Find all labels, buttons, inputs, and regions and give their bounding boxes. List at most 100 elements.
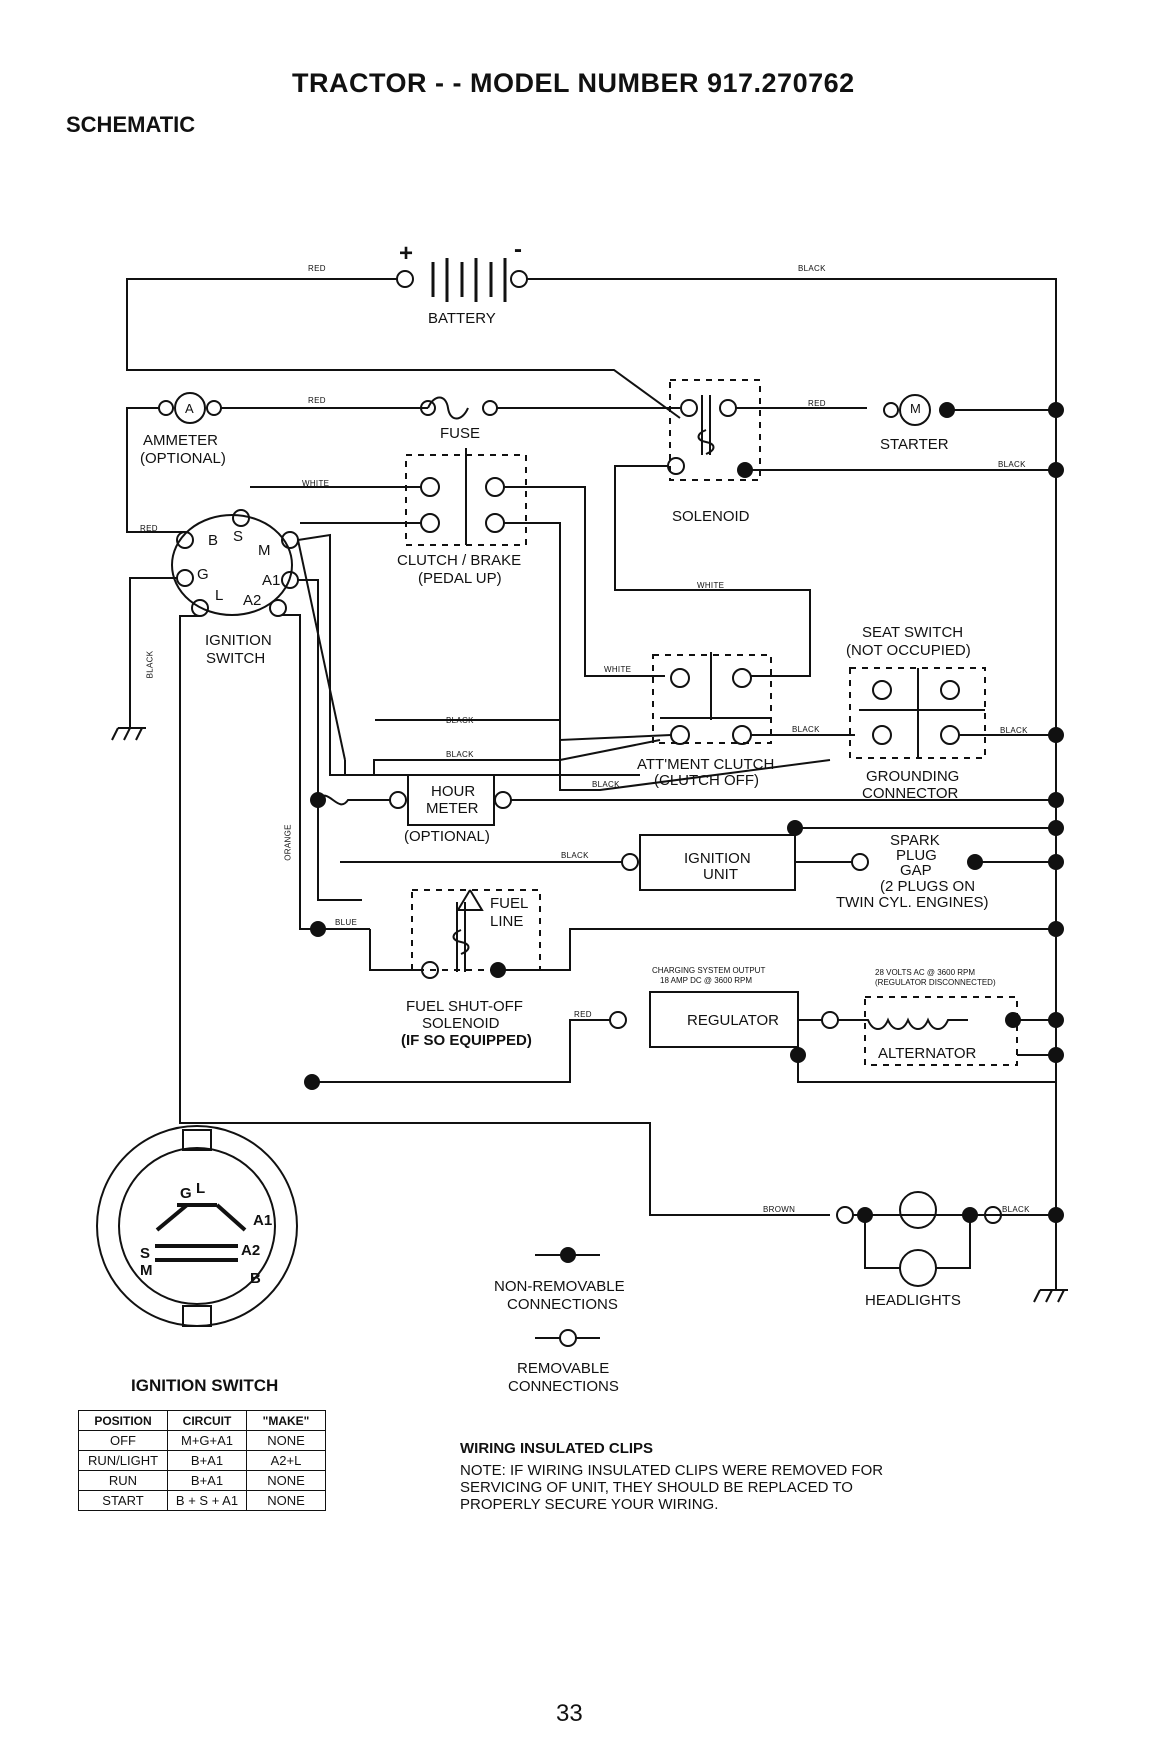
wire-label-white-2: WHITE — [697, 581, 725, 590]
note-line2: SERVICING OF UNIT, THEY SHOULD BE REPLAC… — [460, 1479, 853, 1496]
page-title: TRACTOR - - MODEL NUMBER 917.270762 — [292, 68, 855, 98]
note-line3: PROPERLY SECURE YOUR WIRING. — [460, 1496, 719, 1513]
term-b: B — [208, 532, 219, 549]
wire-label-black-2: BLACK — [998, 460, 1026, 469]
spark-plug-2: PLUG — [896, 847, 937, 864]
regulator-label: REGULATOR — [687, 1012, 779, 1029]
ammeter-optional: (OPTIONAL) — [140, 450, 226, 467]
fuel-solenoid-label: FUEL SHUT-OFF — [406, 998, 523, 1015]
ignition-switch-symbol — [171, 514, 293, 616]
term-g: G — [197, 566, 209, 583]
grounding-sub: CONNECTOR — [862, 785, 959, 802]
wire-label-black-8: BLACK — [561, 851, 589, 860]
fuel-solenoid-box — [411, 889, 541, 971]
table-cell: NONE — [246, 1430, 326, 1451]
fuse-label: FUSE — [440, 425, 481, 442]
table-row: OFF M+G+A1 NONE — [78, 1430, 326, 1451]
wire-label-black-7: BLACK — [592, 780, 620, 789]
wire-label-red-4: RED — [140, 524, 158, 533]
face-s: S — [140, 1245, 151, 1262]
table-cell: NONE — [246, 1490, 326, 1511]
solenoid-label: SOLENOID — [672, 508, 750, 525]
table-cell: RUN — [78, 1470, 168, 1491]
fuel-line-label: FUEL — [490, 895, 529, 912]
attment-clutch-sub: (CLUTCH OFF) — [654, 772, 759, 789]
wire-battery-black — [527, 278, 1057, 1215]
face-g: G — [180, 1185, 192, 1202]
table-cell: A2+L — [246, 1450, 326, 1471]
wire-label-red-2: RED — [308, 396, 326, 405]
note-heading: WIRING INSULATED CLIPS — [460, 1440, 654, 1457]
table-cell: M+G+A1 — [167, 1430, 247, 1451]
wire-label-orange: ORANGE — [283, 824, 293, 861]
wire-label-black-4: BLACK — [446, 750, 474, 759]
face-l: L — [196, 1180, 206, 1197]
table-header: POSITION — [78, 1410, 168, 1431]
wire-label-black-6: BLACK — [1000, 726, 1028, 735]
wire-label-black-5: BLACK — [792, 725, 820, 734]
table-row: RUN B+A1 NONE — [78, 1470, 326, 1491]
volts-ac-2: (REGULATOR DISCONNECTED) — [875, 978, 996, 987]
volts-ac: 28 VOLTS AC @ 3600 RPM — [875, 968, 976, 977]
fuel-solenoid-note: (IF SO EQUIPPED) — [401, 1032, 532, 1049]
clutch-brake-sub: (PEDAL UP) — [418, 570, 502, 587]
hour-meter-optional: (OPTIONAL) — [404, 828, 490, 845]
wire-label-red-1: RED — [308, 264, 326, 273]
legend-removable: REMOVABLE — [517, 1360, 610, 1377]
wire-label-white-1: WHITE — [302, 479, 330, 488]
spark-plug-4: (2 PLUGS ON — [880, 878, 976, 895]
ign-switch-sub: SWITCH — [206, 650, 266, 667]
fuel-line-sub: LINE — [490, 913, 524, 930]
ammeter-symbol — [174, 392, 206, 424]
wire-label-black-1: BLACK — [798, 264, 826, 273]
wire-label-white-3: WHITE — [604, 665, 632, 674]
face-m: M — [140, 1262, 153, 1279]
wire-battery-red — [126, 278, 681, 419]
starter-symbol-label: M — [910, 401, 921, 416]
seat-switch-label: SEAT SWITCH — [862, 624, 964, 641]
ign-switch-label: IGNITION — [205, 632, 272, 649]
attment-clutch-label: ATT'MENT CLUTCH — [637, 756, 775, 773]
face-b: B — [250, 1270, 261, 1287]
battery-neg: - — [514, 236, 522, 263]
table-row: START B + S + A1 NONE — [78, 1490, 326, 1511]
battery-label: BATTERY — [428, 310, 496, 327]
page-number: 33 — [556, 1700, 583, 1727]
term-a2: A2 — [243, 592, 262, 609]
table-header-row: POSITION CIRCUIT "MAKE" — [78, 1410, 326, 1431]
battery-symbol — [396, 258, 528, 302]
ammeter-symbol-label: A — [185, 401, 194, 416]
starter-label: STARTER — [880, 436, 949, 453]
attment-clutch-box — [652, 654, 772, 744]
seat-switch-sub: (NOT OCCUPIED) — [846, 642, 971, 659]
table-cell: OFF — [78, 1430, 168, 1451]
term-s: S — [233, 528, 244, 545]
wire-label-brown: BROWN — [763, 1205, 796, 1214]
charging-output: CHARGING SYSTEM OUTPUT — [652, 966, 766, 975]
face-a2: A2 — [241, 1242, 261, 1259]
table-cell: B+A1 — [167, 1450, 247, 1471]
alternator-label: ALTERNATOR — [878, 1045, 977, 1062]
term-m: M — [258, 542, 271, 559]
table-header: "MAKE" — [246, 1410, 326, 1431]
wire-label-black-9: BLACK — [1002, 1205, 1030, 1214]
spark-plug-label: SPARK — [890, 832, 940, 849]
table-cell: START — [78, 1490, 168, 1511]
grounding-label: GROUNDING — [866, 768, 960, 785]
wire-label-red-5: RED — [574, 1010, 592, 1019]
fuel-solenoid-sub: SOLENOID — [422, 1015, 500, 1032]
legend-non-removable-2: CONNECTIONS — [507, 1296, 618, 1313]
ammeter-label: AMMETER — [143, 432, 218, 449]
legend-non-removable: NON-REMOVABLE — [494, 1278, 625, 1295]
headlight-lower — [899, 1249, 937, 1287]
hour-meter-sub: METER — [426, 800, 479, 817]
section-heading: SCHEMATIC — [66, 112, 196, 137]
table-cell: B+A1 — [167, 1470, 247, 1491]
headlight-upper — [899, 1191, 937, 1229]
term-l: L — [215, 587, 224, 604]
ignition-unit-sub: UNIT — [703, 866, 738, 883]
table-header: CIRCUIT — [167, 1410, 247, 1431]
alternator-box — [864, 996, 1018, 1066]
table-cell: B + S + A1 — [167, 1490, 247, 1511]
wire-label-blue: BLUE — [335, 918, 358, 927]
